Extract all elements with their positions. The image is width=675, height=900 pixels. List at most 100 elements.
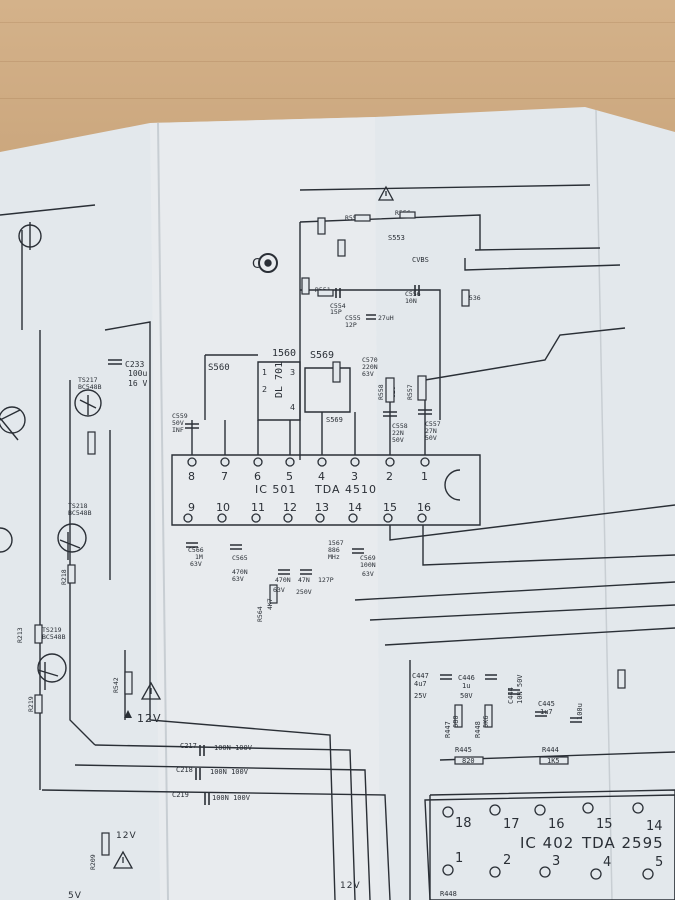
ic-pin <box>283 513 293 523</box>
c233-voltage: 16 V <box>128 379 147 388</box>
transistor-symbol <box>37 653 67 683</box>
component-ref: C570 <box>362 356 378 364</box>
s553-label: S553 <box>388 234 405 242</box>
supply-12v-label: 12V <box>116 831 137 841</box>
resistor-symbol <box>617 669 626 689</box>
connector-label: C <box>252 257 262 272</box>
component-value: 470N <box>232 568 248 576</box>
component-voltage: 50V <box>425 434 437 442</box>
component-value: 127P <box>318 576 334 584</box>
capacitor-symbol <box>508 689 520 695</box>
component-ref: C554 <box>330 302 346 310</box>
ic501-pin-numbers: 8 7 6 5 4 3 2 1 9 10 11 12 13 14 15 16 <box>188 470 431 514</box>
ic-pin-number: 4 <box>318 470 325 483</box>
component-ref: R448 <box>474 721 482 738</box>
component-ref: R558 <box>377 384 385 400</box>
ic-pin <box>251 513 261 523</box>
transistor-symbol <box>0 406 26 434</box>
ic-pin-number: 13 <box>315 501 329 514</box>
c217-ref: C217 <box>180 742 197 750</box>
component-ref: C556 <box>405 290 421 298</box>
capacitor-symbol <box>440 674 452 680</box>
component-ref: C566 <box>188 546 204 554</box>
component-value: 220N <box>362 363 378 371</box>
ic-pin <box>315 513 325 523</box>
resistor-symbol <box>337 239 346 257</box>
supply-12v-label: 12V <box>340 881 361 891</box>
ic501-part-label: TDA 4510 <box>314 483 377 496</box>
resistor-symbol <box>34 694 43 714</box>
dl701-pin: 2 <box>262 385 267 394</box>
capacitor-symbol <box>186 542 198 548</box>
transistor-symbols <box>0 224 278 683</box>
ic402-part-label: TDA 2595 <box>581 834 664 852</box>
component-ref: R447 <box>444 721 452 738</box>
ic501-top-pins <box>187 457 430 467</box>
ic-pin <box>539 866 551 878</box>
capacitor-symbol <box>204 793 210 805</box>
ic-pin-number: 1 <box>421 470 428 483</box>
component-ref: R564 <box>256 606 264 622</box>
component-value: 680 <box>452 715 460 728</box>
component-ref: R218 <box>60 569 68 585</box>
capacitor-symbol <box>570 717 582 723</box>
ic402-label: IC 402 <box>520 834 574 852</box>
ic-pin-number: 10 <box>216 501 230 514</box>
component-voltage: 250V <box>296 588 312 596</box>
c219-value: 100N 100V <box>212 794 251 802</box>
ic-pin-number: 18 <box>455 816 472 831</box>
capacitor-symbol <box>300 569 312 575</box>
component-value: 886 <box>328 546 340 554</box>
ic-pin <box>217 513 227 523</box>
ic501-upper-component-labels: C557 27N 50V C558 22N 50V C570 220N 63V … <box>172 356 441 444</box>
component-value: 100u <box>576 703 584 720</box>
component-ref: TS217 <box>78 376 98 384</box>
component-value: 50V <box>172 419 184 427</box>
component-ref: R209 <box>89 854 97 870</box>
capacitor-symbol <box>383 411 397 417</box>
component-voltage: 50V <box>460 692 473 700</box>
ic-pin <box>350 457 360 467</box>
transistor-symbol <box>0 527 13 553</box>
capacitor-symbol <box>108 359 122 365</box>
resistor-symbol <box>67 564 76 584</box>
ic-pin <box>383 513 393 523</box>
ic-pin-number: 6 <box>254 470 261 483</box>
transistor-symbol <box>57 523 87 553</box>
component-voltage: 63V <box>190 560 202 568</box>
supply-12v-label: 12V <box>137 712 162 725</box>
ic402-pin-numbers: 18 17 16 15 14 1 2 3 4 5 <box>455 816 663 870</box>
component-value: 47N <box>298 576 310 584</box>
ic-pin <box>534 804 546 816</box>
ic-pin-number: 15 <box>596 817 613 832</box>
c233-value: 100u <box>128 369 147 378</box>
resistor-symbol <box>34 624 43 644</box>
ic-pin <box>582 802 594 814</box>
ic-pin-number: 2 <box>386 470 393 483</box>
component-ref: R219 <box>27 696 35 712</box>
resistor-symbol <box>484 704 493 728</box>
component-ref: C559 <box>172 412 188 420</box>
resistor-symbol <box>87 431 96 455</box>
resistor-symbol <box>269 584 278 604</box>
transistor-labels: TS217 BC548B TS218 BC548B TS219 BC548B R… <box>16 376 120 870</box>
resistor-symbol <box>461 289 470 307</box>
ic402-pins <box>442 802 654 880</box>
component-ref: C555 <box>345 314 361 322</box>
dl701-label: DL 701 <box>274 362 285 398</box>
component-voltage: 25V <box>414 692 427 700</box>
component-ref: C445 <box>538 700 555 708</box>
ic-pin <box>489 866 501 878</box>
warning-triangle-icon <box>377 185 395 201</box>
component-voltage: 63V <box>232 575 244 583</box>
component-value: 820 <box>462 757 475 765</box>
resistor-symbols <box>34 211 626 856</box>
ic-pin <box>590 868 602 880</box>
component-value: 5K6 <box>482 715 490 728</box>
s560-label: S560 <box>208 363 230 373</box>
component-value: 100N <box>360 561 376 569</box>
component-value: 27N <box>425 427 437 435</box>
dl701-pin: 4 <box>290 403 295 412</box>
component-value: 27uH <box>378 314 394 322</box>
resistor-symbol <box>385 377 395 403</box>
